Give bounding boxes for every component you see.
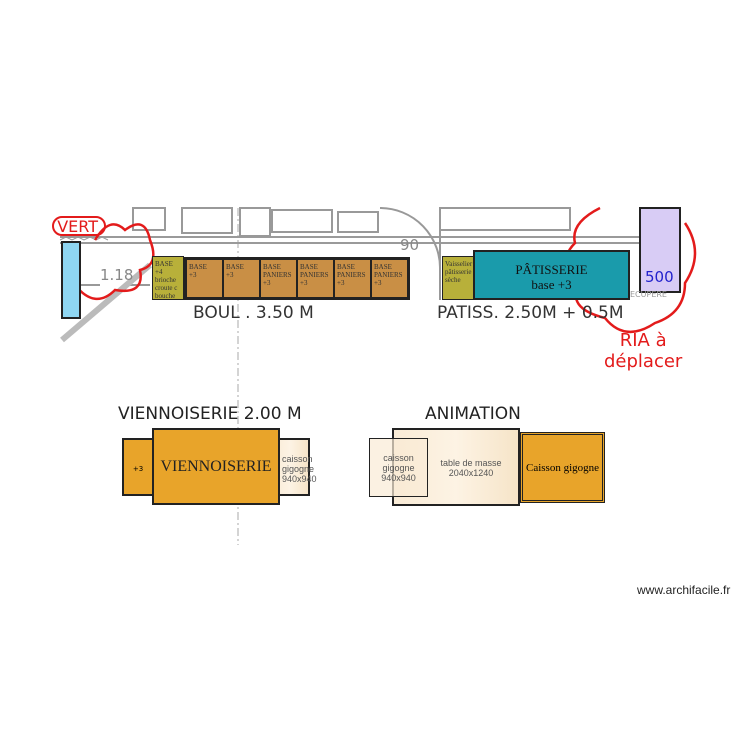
text: croute c [155, 284, 178, 292]
text: +3 [337, 279, 345, 287]
text: Vaisselier [445, 260, 473, 268]
text: +3 [374, 279, 382, 287]
patiss-olive-unit: Vaisselier pâtisserie sèche [442, 256, 474, 300]
dimension-90: 90 [400, 236, 420, 254]
patiss-label: PATISS. 2.50M + 0.5M [437, 303, 624, 323]
viennoiserie-label: VIENNOISERIE 2.00 M [118, 404, 302, 424]
patisserie-unit: PÂTISSERIE base +3 [473, 250, 630, 300]
text: BASE [337, 263, 355, 271]
text: PÂTISSERIE [515, 262, 588, 277]
text: brioche [155, 276, 176, 284]
text: BASE [189, 263, 207, 271]
wall [59, 236, 640, 244]
boul-label: BOUL . 3.50 M [193, 303, 314, 323]
boul-unit: BASE+3 [186, 259, 223, 298]
animation-label: ANIMATION [425, 404, 521, 424]
blue-fixture [61, 241, 81, 319]
boul-olive-unit: BASE +4 brioche croute c bouche [152, 256, 184, 300]
dimension-1-18: 1.18 [100, 266, 134, 284]
text: BASE [300, 263, 318, 271]
text: BASE +4 [155, 260, 173, 276]
text: RIA à [619, 330, 667, 351]
value-500: 500 [645, 268, 674, 286]
text: BASE [226, 263, 244, 271]
text: bouche [155, 292, 176, 300]
purple-fixture [639, 207, 681, 293]
text: +3 [263, 279, 271, 287]
text: base +3 [531, 277, 572, 292]
text: PANIERS [263, 271, 292, 279]
text: +3 [189, 271, 197, 279]
text: BASE [263, 263, 281, 271]
watermark: www.archifacile.fr [637, 583, 731, 597]
text: déplacer [604, 351, 683, 372]
text: PANIERS [374, 271, 403, 279]
vert-tag: VERT [52, 216, 106, 236]
text: PANIERS [300, 271, 329, 279]
text: pâtisserie [445, 268, 472, 276]
recupere-label: ECUPERE [630, 290, 667, 299]
caisson-gigogne-right: Caisson gigogne [520, 432, 605, 503]
viennoiserie-main-unit: VIENNOISERIE [152, 428, 280, 505]
text: +3 [226, 271, 234, 279]
text: sèche [445, 276, 461, 284]
caisson-gigogne-left: caisson gigogne 940x940 [369, 438, 428, 497]
boul-unit: BASE+3 [223, 259, 260, 298]
text: +3 [300, 279, 308, 287]
ria-note: RIA à déplacer [604, 330, 682, 372]
viennoiserie-small-unit: +3 [122, 438, 154, 496]
text: PANIERS [337, 271, 366, 279]
text: BASE [374, 263, 392, 271]
